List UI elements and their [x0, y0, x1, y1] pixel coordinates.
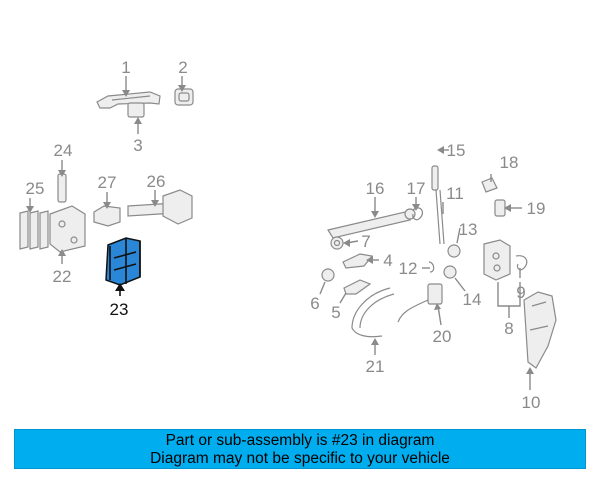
part-11-rod [435, 189, 445, 245]
part-24-rod [57, 173, 67, 203]
callout-17: 17 [407, 179, 426, 198]
callout-24: 24 [54, 141, 73, 160]
parts-diagram: 1 2 3 4 5 6 7 8 9 10 11 12 13 14 15 16 1… [19, 58, 557, 412]
part-8-lock-assembly [483, 239, 511, 281]
part-19-bracket [494, 199, 506, 217]
callout-20: 20 [433, 327, 452, 346]
callout-13: 13 [459, 220, 478, 239]
part-17-clip [412, 207, 424, 221]
part-12-clip [428, 261, 435, 273]
part-21-weatherstrip [351, 287, 395, 338]
callout-2: 2 [178, 58, 187, 77]
callout-5: 5 [331, 303, 340, 322]
callout-leaders [26, 76, 534, 390]
part-5-lever [343, 279, 372, 295]
part-2-bezel [174, 88, 194, 106]
callout-1: 1 [121, 58, 130, 77]
callout-27: 27 [98, 173, 117, 192]
callout-labels: 1 2 3 4 5 6 7 8 9 10 11 12 13 14 15 16 1… [26, 58, 546, 412]
callout-16: 16 [366, 179, 385, 198]
banner-line-1: Part or sub-assembly is #23 in diagram [165, 432, 435, 449]
part-20-lock-motor [397, 283, 443, 323]
callout-7: 7 [361, 232, 370, 251]
part-4-inside-handle [342, 253, 374, 269]
part-14-grommet [443, 265, 457, 279]
callout-11: 11 [446, 184, 464, 203]
part-22-hinge-plate [49, 205, 86, 253]
callout-8: 8 [504, 319, 513, 338]
callout-26: 26 [147, 172, 166, 191]
part-27-stopper [93, 205, 121, 227]
callout-21: 21 [366, 357, 385, 376]
part-9-striker [515, 255, 528, 271]
part-13-bushing [447, 244, 461, 258]
callout-15: 15 [447, 141, 466, 160]
callout-6: 6 [310, 294, 319, 313]
part-1-door-handle [96, 91, 161, 109]
part-7-grommet [330, 236, 344, 250]
part-3-trim [127, 102, 145, 118]
callout-25: 25 [26, 179, 45, 198]
callout-18: 18 [500, 153, 519, 172]
part-10-frame-section [523, 291, 557, 369]
callout-22: 22 [53, 267, 72, 286]
part-6-knob [321, 268, 335, 282]
part-18-latch-part [481, 177, 498, 193]
callout-19: 19 [527, 199, 546, 218]
part-15-lock-rod [431, 165, 439, 191]
callout-3: 3 [133, 136, 142, 155]
part-25-shims [19, 210, 49, 250]
part-26-door-check [127, 189, 193, 225]
callout-14: 14 [463, 290, 482, 309]
callout-23-highlighted: 23 [110, 300, 129, 319]
part-23-hinge-highlighted [105, 237, 141, 286]
part-16-actuator [327, 208, 416, 239]
callout-4: 4 [383, 251, 392, 270]
callout-12: 12 [399, 259, 418, 278]
callout-10: 10 [522, 393, 541, 412]
banner-line-2: Diagram may not be specific to your vehi… [150, 450, 450, 467]
callout-9: 9 [516, 283, 525, 302]
info-banner: Part or sub-assembly is #23 in diagram D… [14, 429, 586, 469]
